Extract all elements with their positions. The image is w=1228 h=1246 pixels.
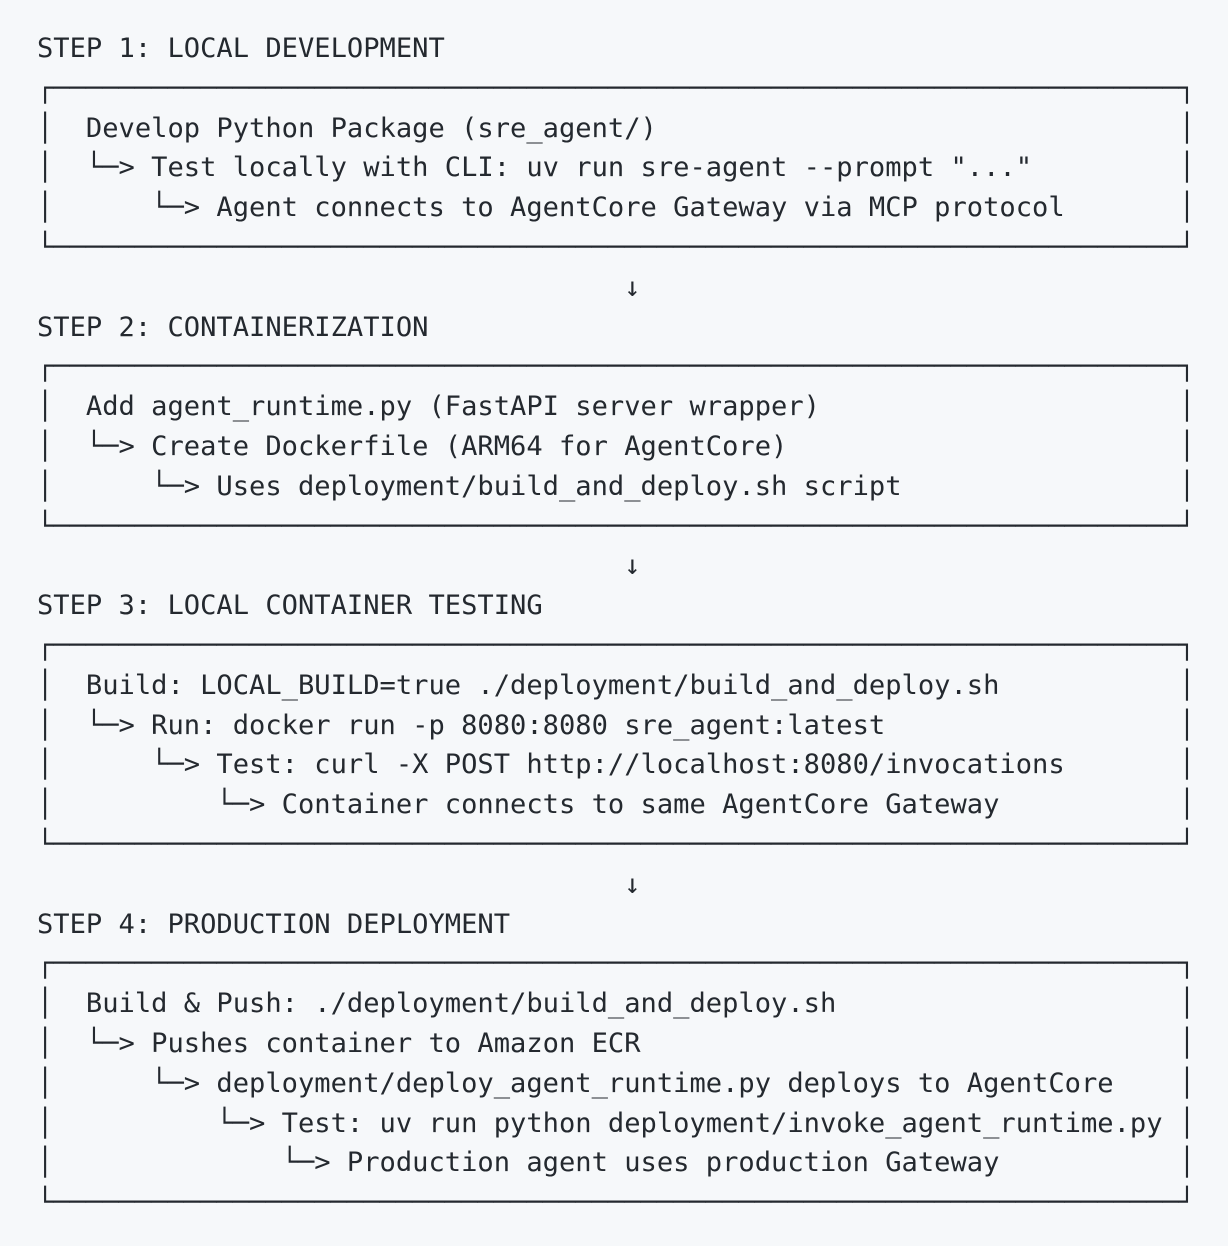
step-3-section: STEP 3: LOCAL CONTAINER TESTING ┌───────… — [37, 586, 1228, 865]
step-1-title: STEP 1: LOCAL DEVELOPMENT — [37, 33, 445, 64]
step-3-box: ┌───────────────────────────────────────… — [37, 629, 1196, 860]
step-2-section: STEP 2: CONTAINERIZATION ┌──────────────… — [37, 308, 1228, 547]
step-1-section: STEP 1: LOCAL DEVELOPMENT ┌─────────────… — [37, 29, 1228, 268]
down-arrow: ↓ — [37, 550, 641, 582]
step-4-box: ┌───────────────────────────────────────… — [37, 948, 1196, 1219]
down-arrow: ↓ — [37, 868, 641, 900]
step-2-title: STEP 2: CONTAINERIZATION — [37, 311, 429, 343]
step-3-title: STEP 3: LOCAL CONTAINER TESTING — [37, 590, 543, 622]
down-arrow: ↓ — [37, 271, 641, 303]
step-4-title: STEP 4: PRODUCTION DEPLOYMENT — [37, 908, 511, 940]
step-4-section: STEP 4: PRODUCTION DEPLOYMENT ┌─────────… — [37, 905, 1228, 1223]
step-2-box: ┌───────────────────────────────────────… — [37, 351, 1196, 542]
step-1-box: ┌───────────────────────────────────────… — [37, 72, 1196, 263]
